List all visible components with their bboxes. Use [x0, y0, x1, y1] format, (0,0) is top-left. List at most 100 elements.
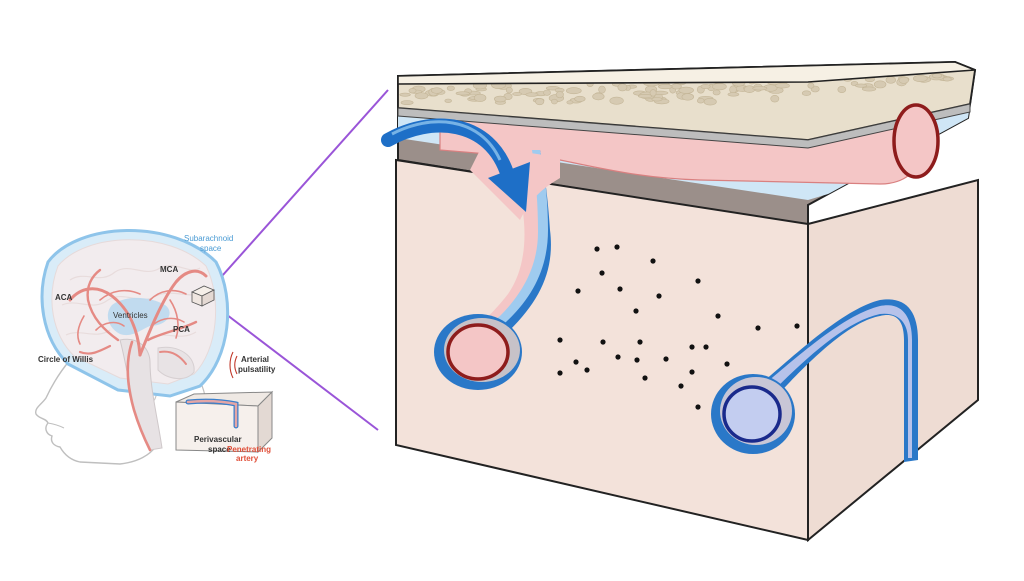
- solute-particle: [615, 354, 621, 360]
- bone-pore: [727, 92, 740, 97]
- bone-pore: [837, 86, 847, 94]
- solute-particle: [689, 369, 695, 375]
- bone-pore: [525, 92, 539, 97]
- bone-pore: [912, 75, 928, 83]
- head-illustration: Subarachnoid space MCA ACA Ventricles PC…: [34, 229, 276, 465]
- bone-pore: [770, 94, 780, 103]
- bone-pore: [617, 83, 628, 92]
- vein-cross-section: [722, 385, 782, 443]
- bone-pore: [700, 84, 711, 89]
- zoom-line-top: [213, 89, 389, 286]
- bone-pore: [712, 89, 721, 96]
- bone-pore: [807, 82, 815, 89]
- solute-particle: [594, 246, 600, 252]
- label-penetrating-line2: artery: [236, 454, 259, 463]
- bone-pore: [651, 97, 663, 102]
- solute-particle: [575, 288, 581, 294]
- label-arterial-line1: Arterial: [241, 355, 269, 364]
- solute-particles: [557, 244, 800, 410]
- bone-pore: [873, 80, 887, 89]
- bone-pore: [551, 98, 558, 105]
- solute-particle: [695, 278, 701, 284]
- penetrating-artery-lumen: [460, 150, 538, 336]
- tissue-sample-cube: [191, 285, 215, 307]
- curved-flow-arrow-icon: [381, 118, 530, 212]
- bone-pore: [430, 87, 443, 94]
- solute-particle: [695, 404, 701, 410]
- bone-pore: [444, 98, 452, 103]
- solute-particle: [617, 286, 623, 292]
- bone-pore: [637, 93, 653, 99]
- bone-pore: [861, 86, 877, 92]
- bone-pore: [574, 95, 586, 102]
- cerebral-arteries: [68, 268, 208, 452]
- solute-particle: [634, 357, 640, 363]
- bone-pore: [752, 86, 768, 91]
- solute-particle: [663, 356, 669, 362]
- inset-perivascular-cube: [175, 390, 274, 454]
- bone-pore: [565, 87, 582, 95]
- solute-particle: [678, 383, 684, 389]
- face-outline: [34, 359, 157, 465]
- lips-line: [47, 422, 65, 429]
- bone-pore: [494, 95, 507, 103]
- bone-texture: [399, 73, 954, 106]
- solute-particle: [724, 361, 730, 367]
- bone-pore: [473, 93, 487, 102]
- zoom-line-bottom: [213, 304, 379, 431]
- bone-pore: [555, 91, 564, 99]
- penetrating-vein: [711, 299, 918, 462]
- solute-particle: [573, 359, 579, 365]
- bone-pore: [775, 82, 790, 89]
- label-perivascular-line1: Perivascular: [194, 435, 242, 444]
- bone-pore: [649, 89, 657, 97]
- bone-pore: [400, 100, 414, 105]
- bone-pore: [543, 89, 551, 96]
- bone-pore: [696, 97, 705, 104]
- label-ventricles: Ventricles: [113, 311, 148, 320]
- solute-particle: [715, 313, 721, 319]
- solute-particle: [557, 337, 563, 343]
- block-top-lid: [397, 61, 976, 85]
- vein-lumen: [748, 305, 912, 458]
- bone-pore: [703, 97, 717, 106]
- tissue-block: [381, 60, 979, 543]
- bone-pore: [855, 83, 868, 88]
- zoom-lines: [213, 89, 389, 431]
- dura-layer: [397, 103, 971, 149]
- label-arterial-line2: pulsatility: [238, 365, 276, 374]
- block-right-face: [807, 178, 979, 543]
- solute-particle: [584, 367, 590, 373]
- block-front-face: [395, 158, 809, 542]
- bone-pore: [658, 84, 673, 90]
- solute-particle: [755, 325, 761, 331]
- solute-particle: [599, 270, 605, 276]
- bone-pore: [671, 83, 682, 90]
- bone-pore: [885, 76, 896, 84]
- solute-particle: [656, 293, 662, 299]
- bone-pore: [505, 86, 513, 94]
- label-aca: ACA: [55, 293, 73, 302]
- label-perivascular-line2: space: [208, 445, 231, 454]
- bone-pore: [932, 73, 942, 79]
- bone-pore: [942, 76, 952, 82]
- solute-particle: [557, 370, 563, 376]
- label-circle-of-willis: Circle of Willis: [38, 355, 94, 364]
- bone-pore: [399, 92, 411, 97]
- artery-cross-section: [446, 323, 510, 381]
- label-pca: PCA: [173, 325, 190, 334]
- solute-particle: [794, 323, 800, 329]
- bone-pore: [446, 85, 455, 91]
- solute-particle: [703, 344, 709, 350]
- bone-pore: [512, 92, 522, 96]
- penetrating-artery: [434, 150, 560, 390]
- bone-pore: [712, 82, 727, 91]
- label-subarachnoid-line1: Subarachnoid: [184, 234, 233, 243]
- label-subarachnoid-line2: space: [200, 244, 222, 253]
- bone-pore: [801, 90, 812, 96]
- bone-pore: [598, 85, 606, 94]
- bone-pore: [592, 92, 605, 101]
- solute-particle: [650, 258, 656, 264]
